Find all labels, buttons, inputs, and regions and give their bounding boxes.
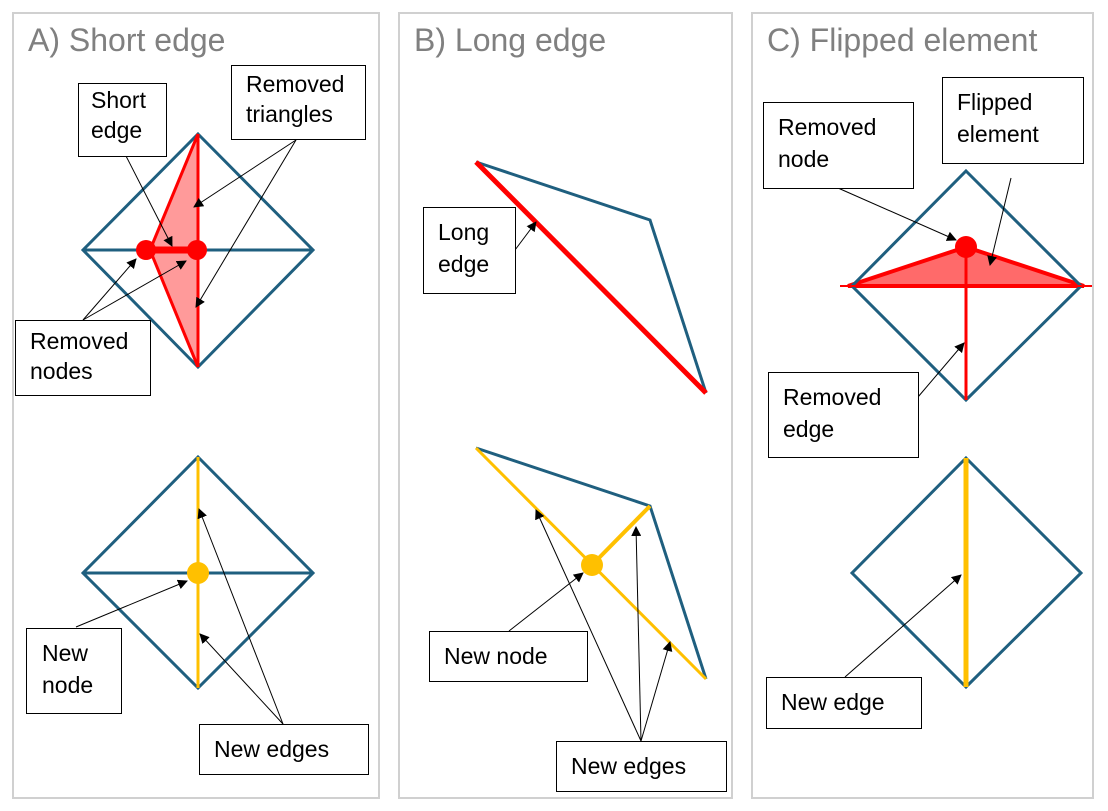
mesh-edges — [475, 160, 708, 394]
panel-c-after-arrows — [844, 574, 962, 678]
label-removed-node: Removed node — [763, 102, 914, 189]
panel-a-title: A) Short edge — [28, 22, 226, 58]
label-new-edges-b: New edges — [556, 741, 727, 792]
label-new-edges-a: New edges — [199, 724, 369, 775]
label-removed-nodes: Removed nodes — [15, 320, 151, 396]
panel-b-after-mesh — [474, 446, 708, 681]
panel-a-before-arrows — [82, 139, 297, 321]
label-new-edge: New edge — [766, 677, 922, 729]
label-short-edge: Short edge — [78, 83, 167, 157]
label-new-node-a: New node — [26, 628, 122, 714]
label-long-edge: Long edge — [423, 207, 516, 294]
panel-b-before-mesh — [474, 160, 708, 395]
removed-node — [187, 240, 207, 260]
label-new-node-b: New node — [429, 631, 588, 682]
panel-b-before-arrows — [514, 221, 537, 251]
removed-triangle-edge-lower — [148, 249, 200, 368]
new-node — [187, 562, 209, 584]
panel-c-title: C) Flipped element — [767, 22, 1038, 58]
long-edge — [474, 160, 708, 395]
panel-c-before-mesh — [840, 168, 1092, 403]
label-flipped-element: Flipped element — [942, 77, 1084, 164]
panel-c-before-arrows — [837, 177, 1012, 398]
new-node — [581, 554, 603, 576]
removed-triangle-edge-upper — [148, 133, 200, 251]
panel-b-after-arrows — [508, 509, 673, 742]
label-removed-triangles: Removed triangles — [231, 65, 366, 140]
panel-a-after-arrows — [75, 508, 284, 725]
removed-node — [136, 240, 156, 260]
new-edge-to-apex — [590, 504, 652, 567]
panel-a-before-mesh — [80, 131, 316, 370]
removed-node — [955, 236, 977, 258]
panel-b-title: B) Long edge — [414, 22, 607, 58]
panel-c-after-mesh — [849, 455, 1084, 690]
panel-a-after-mesh — [80, 454, 316, 691]
label-removed-edge: Removed edge — [768, 372, 919, 458]
